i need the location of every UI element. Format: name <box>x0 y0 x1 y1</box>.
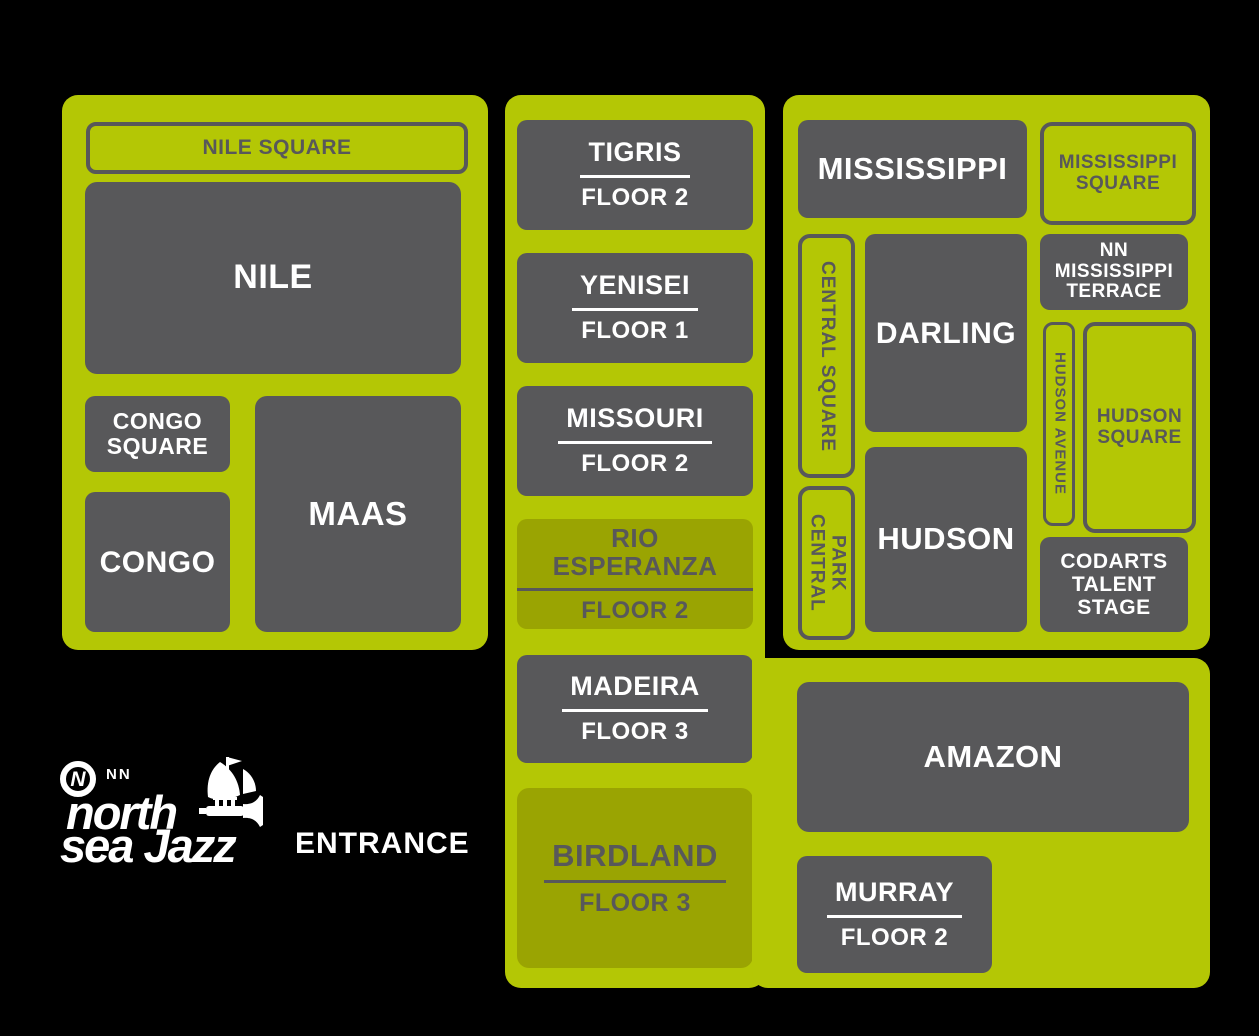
room-nn-mississippi-terrace: NN MISSISSIPPI TERRACE <box>1040 234 1188 310</box>
room-label: MURRAY <box>826 877 962 918</box>
room-tigris: TIGRIS FLOOR 2 <box>517 120 753 230</box>
nn-circle-icon: N <box>60 761 96 797</box>
room-label: CODARTS TALENT STAGE <box>1060 549 1168 620</box>
room-label: NN MISSISSIPPI TERRACE <box>1054 239 1174 303</box>
room-label: TIGRIS <box>580 138 690 179</box>
room-darling: DARLING <box>865 234 1027 432</box>
room-label: AMAZON <box>923 738 1063 774</box>
room-label: CENTRAL PARK <box>806 514 849 612</box>
room-label: HUDSON SQUARE <box>1096 405 1183 448</box>
room-hudson-avenue: HUDSON AVENUE <box>1043 322 1075 526</box>
entrance-label: ENTRANCE <box>295 827 470 860</box>
room-murray: MURRAY FLOOR 2 <box>797 856 992 973</box>
room-label: MISSISSIPPI <box>817 150 1008 186</box>
room-yenisei: YENISEI FLOOR 1 <box>517 253 753 363</box>
room-mississippi-square: MISSISSIPPI SQUARE <box>1040 122 1196 225</box>
room-floor-label: FLOOR 2 <box>581 596 689 624</box>
room-label: HUDSON AVENUE <box>1051 352 1069 496</box>
room-central-square: CENTRAL SQUARE <box>798 234 855 478</box>
room-congo: CONGO <box>85 492 230 632</box>
ship-trumpet-icon <box>198 757 264 827</box>
room-label: CONGO <box>99 545 216 579</box>
room-missouri: MISSOURI FLOOR 2 <box>517 386 753 496</box>
room-nile: NILE <box>85 182 461 374</box>
room-label: CENTRAL SQUARE <box>816 260 838 452</box>
room-floor-label: FLOOR 2 <box>840 923 949 951</box>
room-label: NILE <box>233 258 313 297</box>
room-mississippi: MISSISSIPPI <box>798 120 1027 218</box>
room-floor-label: FLOOR 3 <box>579 888 691 917</box>
room-label: MAAS <box>308 494 408 532</box>
room-madeira: MADEIRA FLOOR 3 <box>517 655 753 763</box>
room-label: BIRDLAND <box>544 838 726 883</box>
nn-circle-logo: N <box>58 759 98 799</box>
room-floor-label: FLOOR 3 <box>581 718 689 746</box>
room-birdland: BIRDLAND FLOOR 3 <box>517 788 753 968</box>
room-floor-label: FLOOR 2 <box>581 184 689 212</box>
room-label: HUDSON <box>877 521 1015 557</box>
room-floor-label: FLOOR 2 <box>581 450 689 478</box>
room-label: YENISEI <box>571 271 699 312</box>
room-label: MISSISSIPPI SQUARE <box>1058 151 1178 194</box>
room-central-park: CENTRAL PARK <box>798 486 855 640</box>
room-label: MADEIRA <box>562 672 708 713</box>
room-codarts-talent-stage: CODARTS TALENT STAGE <box>1040 537 1188 632</box>
room-label: MISSOURI <box>558 404 712 445</box>
svg-text:N: N <box>70 768 86 791</box>
room-hudson-square: HUDSON SQUARE <box>1083 322 1196 533</box>
room-congo-square: CONGO SQUARE <box>85 396 230 472</box>
room-maas: MAAS <box>255 396 461 632</box>
room-rio-esperanza: RIO ESPERANZA FLOOR 2 <box>517 519 753 629</box>
room-label: DARLING <box>875 316 1017 350</box>
room-floor-label: FLOOR 1 <box>581 317 689 345</box>
room-hudson: HUDSON <box>865 447 1027 632</box>
nn-label: NN <box>106 766 132 783</box>
logo-title-line2: sea Jazz <box>60 819 237 872</box>
room-nile-square: NILE SQUARE <box>86 122 468 174</box>
room-label: CONGO SQUARE <box>106 407 209 459</box>
room-label: RIO ESPERANZA <box>517 523 753 591</box>
room-label: NILE SQUARE <box>202 136 352 160</box>
room-amazon: AMAZON <box>797 682 1189 832</box>
logo-title-line1: north <box>66 786 178 839</box>
